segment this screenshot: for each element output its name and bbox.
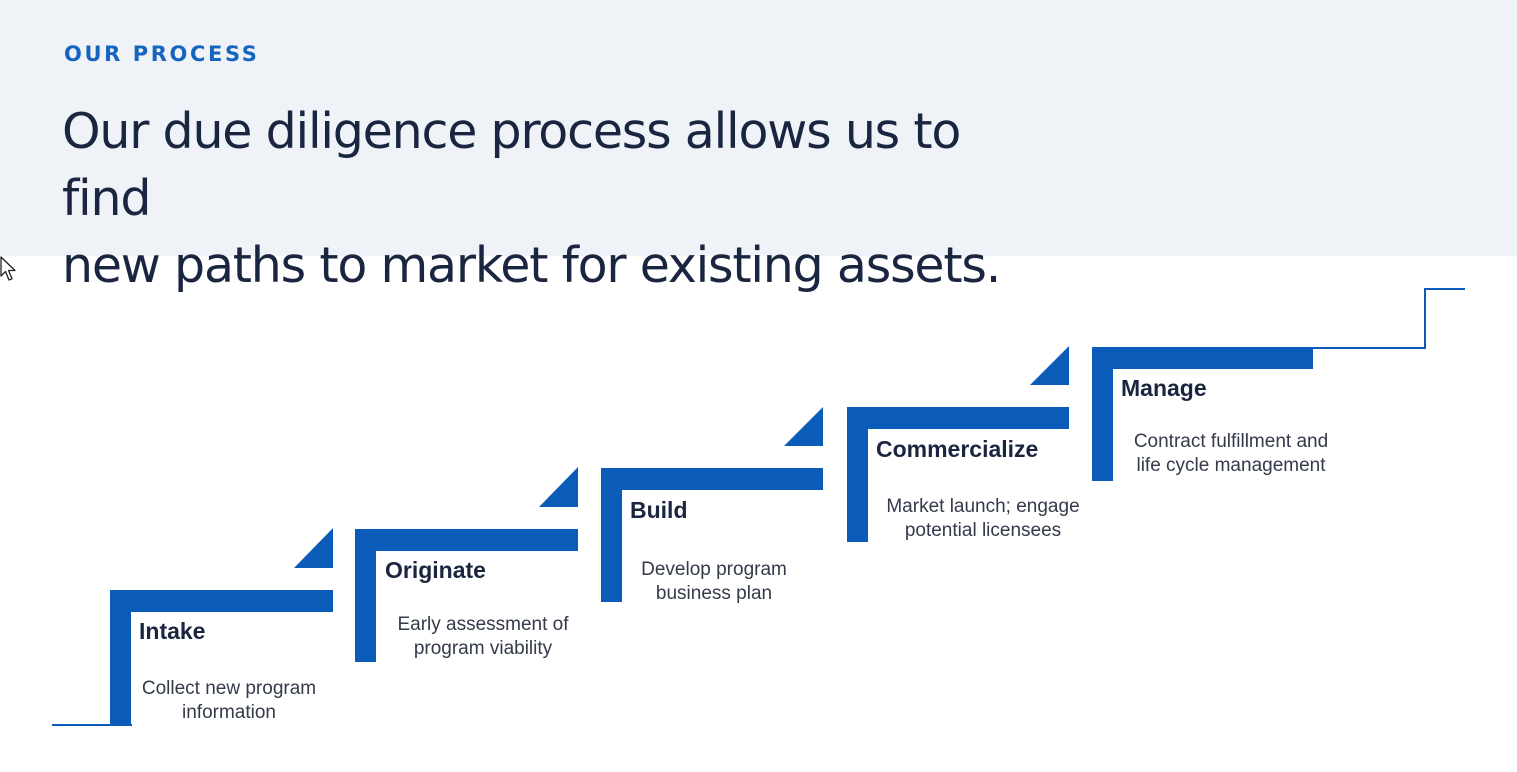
- step-triangle-commercialize: [1030, 346, 1069, 385]
- step-desc-commercialize: Market launch; engage potential licensee…: [863, 495, 1103, 543]
- step-title-commercialize: Commercialize: [876, 436, 1039, 462]
- step-bracket-intake: [110, 590, 333, 725]
- step-triangle-originate: [539, 467, 578, 507]
- step-desc-intake-line-1: Collect new program: [141, 678, 317, 699]
- section-eyebrow: OUR PROCESS: [64, 42, 260, 66]
- step-desc-manage-line-2: life cycle management: [1136, 455, 1326, 476]
- step-desc-originate: Early assessment of program viability: [363, 613, 603, 661]
- step-desc-build-line-2: business plan: [655, 583, 773, 604]
- mouse-pointer-icon: [0, 256, 16, 281]
- step-desc-manage: Contract fulfillment and life cycle mana…: [1111, 430, 1351, 478]
- step-desc-build: Develop program business plan: [594, 558, 834, 606]
- step-bracket-originate: [355, 529, 578, 662]
- step-bracket-build: [601, 468, 823, 602]
- step-desc-originate-line-1: Early assessment of: [397, 614, 569, 635]
- staircase-graphic: [52, 288, 1465, 726]
- step-desc-manage-line-1: Contract fulfillment and: [1133, 431, 1329, 452]
- headline-line-1: Our due diligence process allows us to f…: [62, 103, 961, 227]
- step-title-build: Build: [630, 497, 688, 523]
- process-staircase-diagram: Intake Collect new program information O…: [0, 256, 1517, 772]
- step-triangle-build: [784, 407, 823, 446]
- step-desc-commercialize-line-2: potential licensees: [904, 520, 1062, 541]
- headline-line-2: new paths to market for existing assets.: [62, 237, 1001, 294]
- hero-section: OUR PROCESS Our due diligence process al…: [0, 0, 1517, 294]
- step-desc-intake: Collect new program information: [109, 677, 349, 725]
- step-desc-intake-line-2: information: [182, 702, 276, 723]
- step-desc-originate-line-2: program viability: [413, 638, 553, 659]
- step-title-originate: Originate: [385, 557, 486, 583]
- step-bracket-manage: [1092, 347, 1313, 481]
- top-line: [1312, 288, 1465, 349]
- step-bracket-commercialize: [847, 407, 1069, 542]
- step-triangle-intake: [294, 528, 333, 568]
- step-desc-commercialize-line-1: Market launch; engage: [886, 496, 1080, 517]
- step-title-manage: Manage: [1121, 375, 1207, 401]
- page-headline: Our due diligence process allows us to f…: [62, 98, 1062, 299]
- step-desc-build-line-1: Develop program: [641, 559, 787, 580]
- step-title-intake: Intake: [139, 618, 206, 644]
